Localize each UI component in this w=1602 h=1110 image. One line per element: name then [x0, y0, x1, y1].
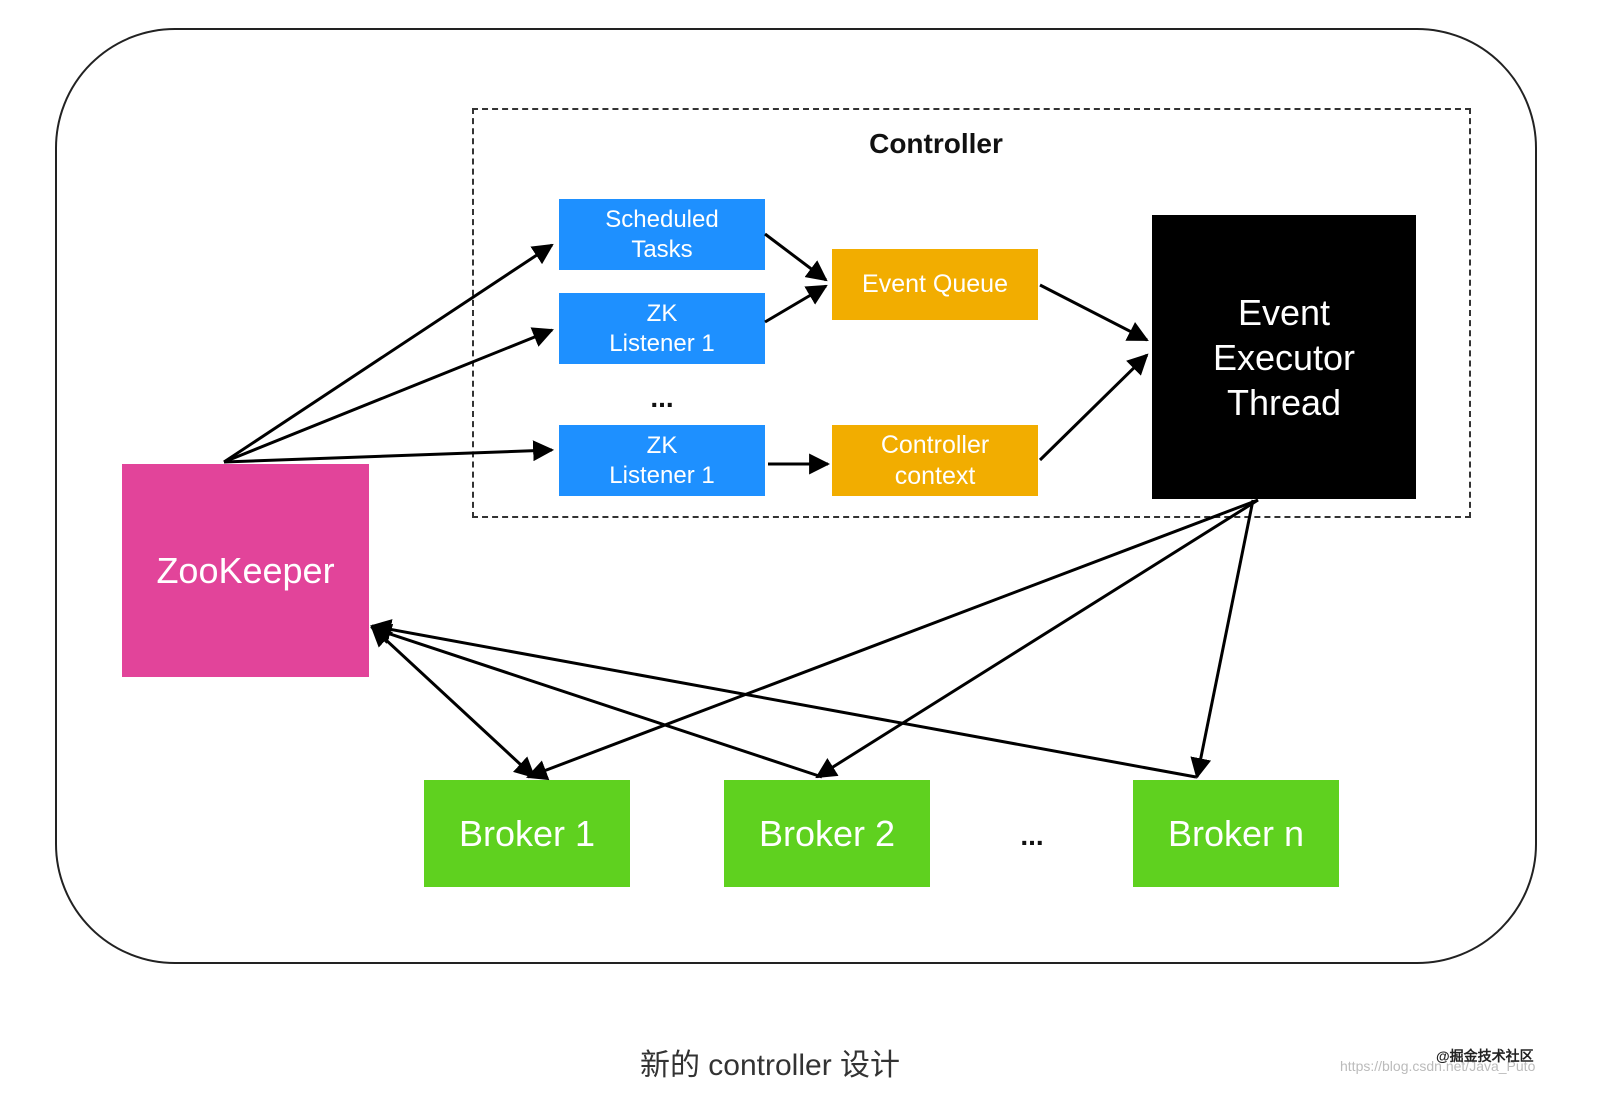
outer-frame: [55, 28, 1537, 964]
arrow-zookeeper-zk-listener-top: [223, 327, 554, 464]
arrow-event-queue-executor: [1039, 283, 1149, 342]
zk-listener-node: ZK Listener 1: [559, 293, 765, 364]
controller-ellipsis: ...: [650, 382, 674, 413]
arrow-broker-2-zookeeper: [370, 623, 823, 779]
broker-2-node: Broker 2: [724, 780, 930, 887]
arrow-broker-1-zookeeper: [370, 625, 536, 779]
arrow-executor-broker-1: [526, 498, 1259, 781]
broker-n-node: Broker n: [1133, 780, 1339, 887]
controller-label: Controller: [869, 128, 1003, 159]
event-executor-thread-node: Event Executor Thread: [1152, 215, 1416, 499]
controller-context-node: Controller context: [832, 425, 1038, 496]
arrow-zookeeper-scheduled-tasks: [223, 243, 554, 464]
arrow-broker-n-zookeeper: [369, 619, 1197, 779]
arrow-zookeeper-zk-listener-bottom: [223, 440, 555, 464]
broker-1-node: Broker 1: [424, 780, 630, 887]
arrow-controller-context-executor: [1038, 353, 1149, 462]
zookeeper-node: ZooKeeper: [122, 464, 369, 677]
watermark-url: https://blog.csdn.net/Java_Puto: [1340, 1058, 1536, 1074]
arrow-executor-broker-2: [815, 498, 1259, 779]
arrow-zk-listener-event-queue: [764, 284, 828, 324]
event-queue-node: Event Queue: [832, 249, 1038, 320]
scheduled-tasks-node: Scheduled Tasks: [559, 199, 765, 270]
controller-boundary: [472, 108, 1471, 518]
arrow-executor-broker-n: [1190, 499, 1255, 780]
figure-caption: 新的 controller 设计: [639, 1049, 901, 1082]
arrow-scheduled-tasks-event-queue: [764, 232, 828, 282]
zk-listener-node: ZK Listener 1: [559, 425, 765, 496]
watermark-site: @掘金技术社区: [1436, 1048, 1534, 1064]
broker-ellipsis: ...: [1020, 820, 1044, 851]
